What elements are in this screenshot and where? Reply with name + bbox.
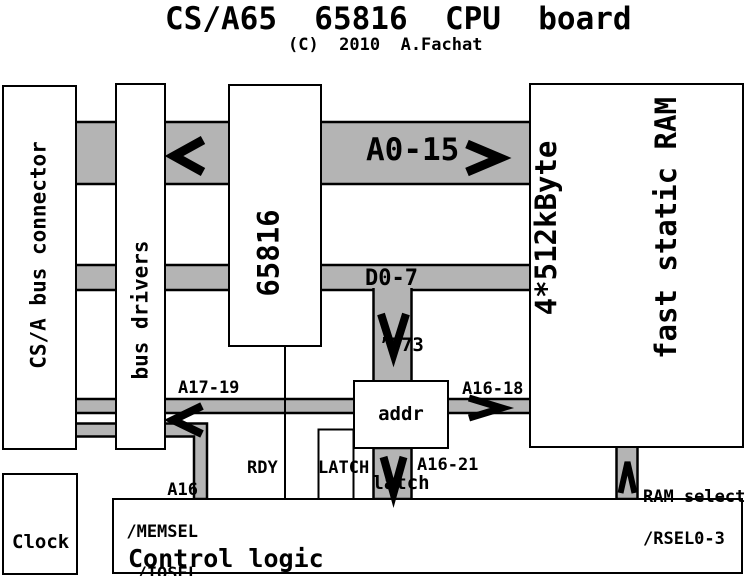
bus-a16-18-label: A16-18: [462, 379, 524, 399]
page-title: CS/A65 65816 CPU board: [165, 1, 632, 37]
block-clock-gen: [2, 473, 78, 575]
bus-a0-15-label: A0-15: [366, 132, 460, 168]
addr-latch-line2: addr: [378, 403, 424, 425]
ram-select-up-arrow-icon: [617, 461, 638, 494]
wire-latch-signal: [317, 428, 355, 501]
clock-gen-line1: Clock: [12, 531, 70, 553]
block-static-ram: [529, 83, 744, 448]
bus-d-to-latch-borders: [372, 288, 413, 382]
a17-19-left-arrow-icon: [163, 402, 204, 438]
bus-d0-7-label: D0-7: [365, 266, 418, 291]
wire-rdy-label: RDY: [247, 458, 278, 478]
bus-d-to-latch-fill: [373, 288, 412, 382]
block-csa-bus-connector: [2, 85, 77, 450]
ram-select-line2: /RSEL0-3: [643, 529, 725, 549]
bus-a16-21-label: A16-21: [417, 455, 479, 475]
copyright-subtitle: (C) 2010 A.Fachat: [288, 35, 483, 55]
wire-ram-select-label: RAM select /RSEL0-3: [643, 462, 745, 574]
a16-21-down-arrow-icon: [379, 455, 408, 508]
ram-select-line1: RAM select: [643, 487, 746, 507]
block-control-logic: [112, 498, 743, 574]
control-logic-label: Control logic: [128, 544, 324, 573]
d0-7-down-arrow-icon: [377, 312, 410, 368]
a0-15-left-arrow-icon: [164, 136, 206, 176]
block-addr-latch: [353, 380, 449, 449]
block-bus-drivers: [115, 83, 166, 450]
memsel-line1: A16: [167, 480, 198, 500]
block-65816-cpu: [228, 84, 322, 347]
a0-15-right-arrow-icon: [465, 139, 512, 177]
clock-gen-label: Clock gen.: [12, 485, 69, 576]
memsel-line3: /IOSEL: [136, 564, 198, 576]
a16-18-right-arrow-icon: [467, 394, 515, 422]
bus-a17-19-label: A17-19: [178, 378, 240, 398]
wire-latch-label: LATCH: [318, 458, 370, 478]
memsel-line2: /MEMSEL: [126, 522, 198, 542]
wire-memsel-label: A16 /MEMSEL /IOSEL: [100, 455, 198, 576]
